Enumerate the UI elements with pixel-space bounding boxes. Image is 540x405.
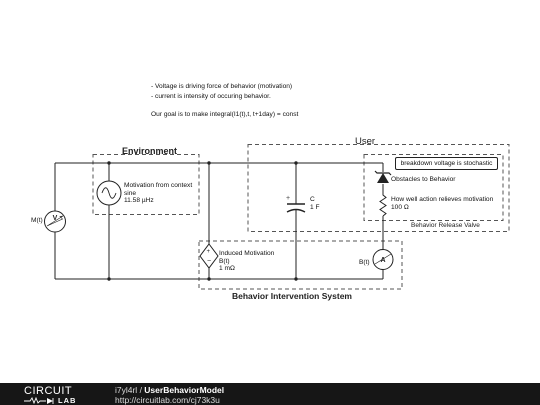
capacitor-name: C: [310, 196, 315, 203]
dependent-source-gain: 1 mΩ: [219, 265, 235, 273]
circuitlab-logo-word: CIRCUIT: [24, 385, 73, 397]
zener-label: Obstacles to Behavior: [391, 176, 456, 183]
note-line: - Voltage is driving force of behavior (…: [151, 83, 293, 90]
environment-label: Environment: [122, 146, 178, 156]
behavior-intervention-system-label: Behavior Intervention System: [232, 291, 352, 301]
logo-circuit-icon: [24, 396, 54, 404]
behavior-release-valve-label: Behavior Release Valve: [411, 222, 480, 229]
circuit-title: i7yl4rl / UserBehaviorModel: [115, 385, 224, 395]
note-line: - current is intensity of occuring behav…: [151, 92, 271, 100]
zener-bar: [374, 170, 392, 176]
behavior-release-valve-box: [363, 154, 504, 221]
breakdown-callout: breakdown voltage is stochastic: [395, 157, 498, 170]
motivation-source-name: Motivation from context: [124, 182, 193, 189]
voltmeter-glyph: V: [53, 215, 58, 222]
resistor-label: How well action relieves motivation 100 …: [391, 196, 493, 211]
environment-box: [92, 154, 200, 215]
resistor-value: 100 Ω: [391, 203, 409, 211]
goal-line: Our goal is to make integral(I1(t),t, t+…: [151, 111, 299, 118]
circuitlab-logo-sub: LAB: [58, 395, 77, 405]
dependent-source-expression: B(t): [219, 257, 230, 265]
dependent-source-name: Induced Motivation: [219, 250, 275, 257]
schematic-svg: + − V A +: [44, 144, 510, 290]
junction-dot: [294, 161, 298, 165]
dependent-source-label: Induced Motivation B(t) 1 mΩ: [219, 250, 274, 273]
motivation-source-label: Motivation from context sine 11.58 µHz: [124, 182, 192, 205]
junction-dot: [107, 161, 111, 165]
ammeter-label: B(t): [359, 259, 370, 266]
zener-diode-symbol: [377, 173, 389, 183]
behavior-intervention-system-box: [198, 240, 403, 290]
motivation-source-frequency: 11.58 µHz: [124, 197, 154, 205]
title-separator: /: [137, 385, 145, 395]
junction-dot: [207, 277, 211, 281]
junction-dot: [207, 161, 211, 165]
resistor-name: How well action relieves motivation: [391, 196, 494, 203]
ammeter-glyph: A: [380, 257, 385, 264]
capacitor-polarity: +: [286, 195, 290, 202]
capacitor-label: C 1 F: [310, 196, 320, 211]
circuitlab-logo-trace: [24, 396, 86, 404]
ammeter-arrow: [374, 253, 392, 265]
sine-wave-icon: [101, 187, 117, 199]
capacitor-plate-bottom: [286, 208, 306, 213]
voltmeter-arrow: [46, 215, 64, 227]
junction-dot: [294, 277, 298, 281]
capacitor-value: 1 F: [310, 203, 320, 211]
user-box: [247, 144, 510, 232]
voltmeter-label: M(t): [31, 217, 43, 224]
footer-bar: CIRCUIT LAB i7yl4rl / UserBehaviorModel …: [0, 383, 540, 405]
resistor-symbol: [379, 192, 387, 217]
dependent-minus: −: [207, 258, 211, 265]
motivation-source-type: sine: [124, 189, 137, 197]
author-link[interactable]: i7yl4rl: [115, 385, 138, 395]
junction-dot: [107, 277, 111, 281]
user-label: User: [355, 136, 376, 147]
circuit-url-link[interactable]: http://circuitlab.com/cj73k3u: [115, 395, 220, 405]
circuit-name[interactable]: UserBehaviorModel: [144, 385, 225, 395]
dependent-plus: +: [207, 249, 211, 255]
dependent-source-symbol: [199, 243, 219, 269]
ammeter-symbol: [372, 249, 394, 270]
notes-block: - Voltage is driving force of behavior (…: [151, 82, 298, 120]
